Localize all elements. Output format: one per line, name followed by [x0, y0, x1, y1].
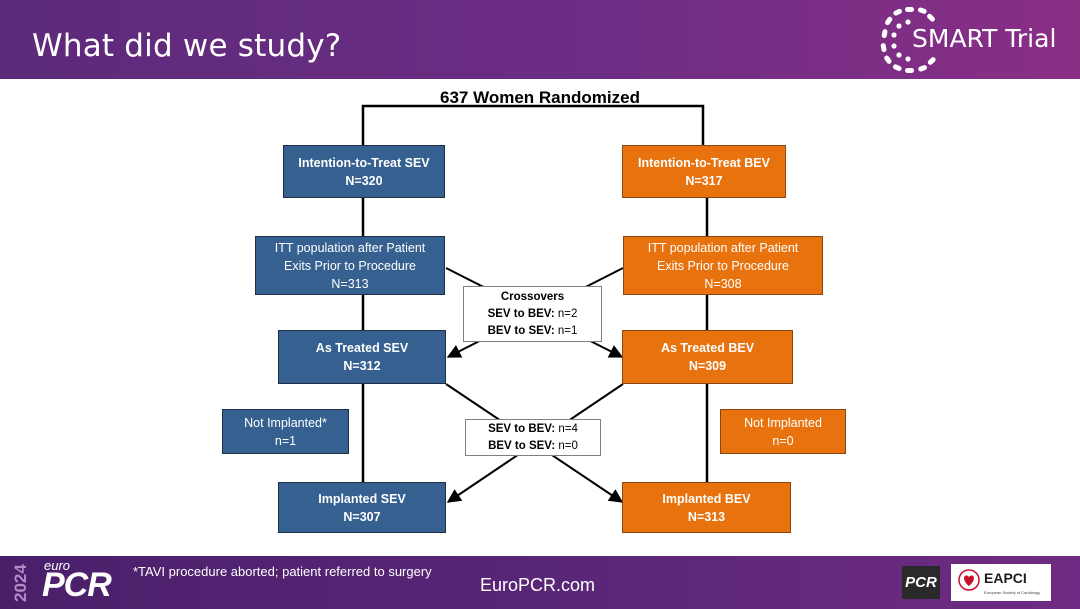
footnote: *TAVI procedure aborted; patient referre… — [133, 564, 432, 579]
eapci-name: EAPCI — [984, 570, 1027, 586]
sev-implanted-label: Implanted SEV — [318, 491, 406, 506]
bev-itt-box: Intention-to-Treat BEV N=317 — [622, 145, 786, 198]
bev-treated-n: N=309 — [688, 359, 727, 373]
sev-itt-label: Intention-to-Treat SEV — [298, 155, 430, 170]
heart-icon — [958, 569, 980, 591]
crossover-sev-to-bev: SEV to BEV: n=2 — [487, 307, 578, 320]
sev-itt-n: N=320 — [345, 173, 383, 188]
crossovers-title: Crossovers — [500, 290, 565, 303]
sev-not-implanted-n: n=1 — [274, 433, 297, 448]
site-link[interactable]: EuroPCR.com — [480, 575, 596, 595]
crossovers-box: Crossovers SEV to BEV: n=2 BEV to SEV: n… — [463, 286, 602, 342]
smart-trial-logo-icon — [880, 7, 936, 73]
bev-not-implanted-n: n=0 — [772, 433, 794, 448]
sev-not-implanted-box: Not Implanted* n=1 — [222, 409, 349, 454]
svg-text:2024: 2024 — [11, 564, 30, 602]
bev-exits-box: ITT population after Patient Exits Prior… — [623, 236, 823, 295]
bev-implanted-n: N=313 — [687, 509, 726, 524]
bev-implanted-box: Implanted BEV N=313 — [622, 482, 791, 533]
brand-name: SMART Trial — [912, 24, 1057, 53]
sev-not-implanted-label: Not Implanted* — [244, 415, 327, 430]
eapci-subtitle: European Society of Cardiology — [984, 590, 1041, 595]
sev-exits-box: ITT population after Patient Exits Prior… — [255, 236, 445, 295]
sev-implanted-n: N=307 — [343, 509, 381, 524]
bev-not-implanted-label: Not Implanted — [744, 415, 822, 430]
bev-treated-label: As Treated BEV — [660, 341, 755, 355]
bev-exits-line2: Exits Prior to Procedure — [657, 258, 789, 273]
sev-exits-n: N=313 — [331, 276, 369, 291]
implant-crossover-bev-to-sev: BEV to SEV: n=0 — [488, 439, 578, 452]
sev-implanted-box: Implanted SEV N=307 — [278, 482, 446, 533]
randomized-title: 637 Women Randomized — [440, 88, 640, 107]
bev-treated-box: As Treated BEV N=309 — [622, 330, 793, 384]
bev-exits-n: N=308 — [704, 276, 742, 291]
pcr-logo: PCR — [42, 566, 112, 604]
sev-treated-box: As Treated SEV N=312 — [278, 330, 446, 384]
crossover-bev-to-sev: BEV to SEV: n=1 — [487, 324, 578, 337]
bev-implanted-label: Implanted BEV — [662, 491, 751, 506]
implant-crossovers-box: SEV to BEV: n=4 BEV to SEV: n=0 — [465, 419, 601, 456]
sev-treated-n: N=312 — [343, 359, 381, 373]
bev-not-implanted-box: Not Implanted n=0 — [720, 409, 846, 454]
slide-title: What did we study? — [32, 28, 342, 64]
footer-bar — [0, 556, 1080, 609]
bev-itt-label: Intention-to-Treat BEV — [638, 155, 770, 170]
sev-exits-line1: ITT population after Patient — [274, 240, 426, 255]
bev-exits-line1: ITT population after Patient — [647, 240, 799, 255]
bev-itt-n: N=317 — [685, 173, 723, 188]
euro-label: euro — [44, 558, 71, 573]
implant-crossover-sev-to-bev: SEV to BEV: n=4 — [488, 422, 578, 435]
sev-itt-box: Intention-to-Treat SEV N=320 — [283, 145, 445, 198]
sev-treated-label: As Treated SEV — [315, 341, 409, 355]
pcr-badge-logo: PCR — [902, 566, 940, 599]
year-vertical: 2024 — [11, 564, 30, 602]
sev-exits-line2: Exits Prior to Procedure — [284, 258, 416, 273]
